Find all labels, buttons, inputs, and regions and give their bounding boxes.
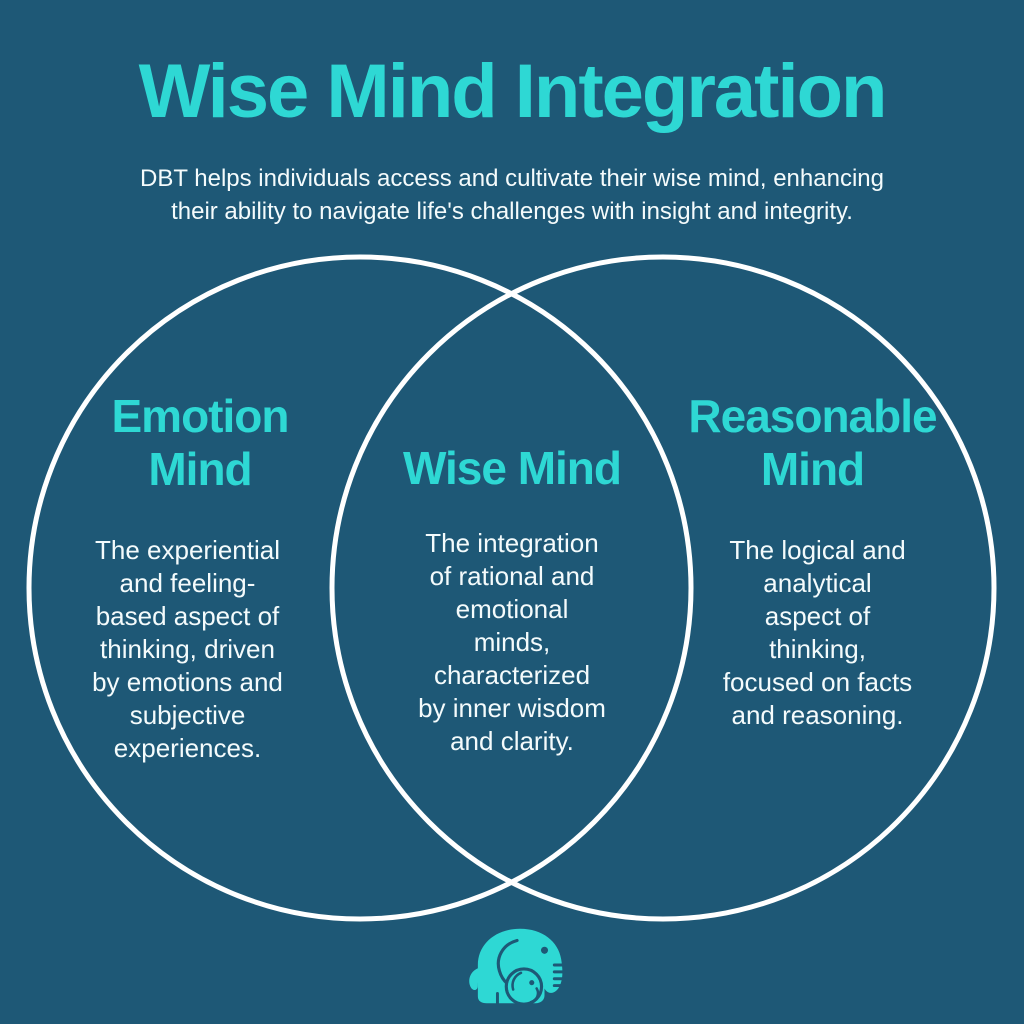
emotion-mind-heading: Emotion Mind	[111, 390, 290, 496]
elephant-baby	[504, 967, 544, 1006]
baby-elephant-trunk	[529, 987, 540, 1004]
reasonable-mind-heading: Reasonable Mind	[688, 390, 937, 496]
elephant-logo	[469, 928, 566, 1006]
wise-mind-heading: Wise Mind	[402, 442, 622, 494]
reasonable-mind-description: The logical and analytical aspect of thi…	[722, 535, 913, 731]
venn-circle-reasonable	[329, 254, 997, 922]
elephant-trunk-ridges	[552, 963, 566, 988]
baby-elephant-ear	[511, 971, 523, 991]
page-subtitle: DBT helps individuals access and cultiva…	[140, 165, 884, 226]
elephant-eye	[540, 946, 549, 954]
page-title: Wise Mind Integration	[138, 49, 888, 134]
wise-mind-description: The integration of rational and emotiona…	[418, 528, 606, 757]
baby-elephant-eye	[529, 980, 535, 986]
emotion-mind-description: The experiential and feeling- based aspe…	[92, 535, 283, 764]
venn-circle-emotion	[26, 254, 694, 922]
